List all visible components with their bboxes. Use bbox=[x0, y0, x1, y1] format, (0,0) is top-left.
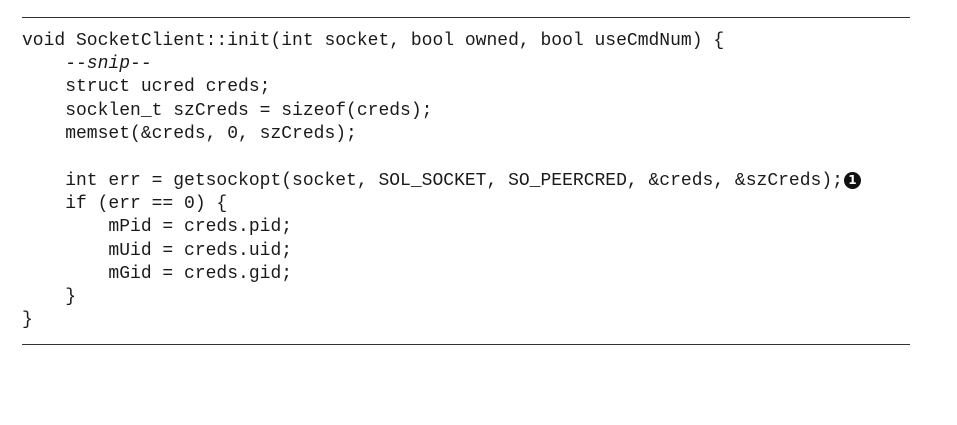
code-text: if (err == 0) { bbox=[22, 194, 228, 215]
code-line: } bbox=[22, 286, 910, 309]
code-line bbox=[22, 146, 910, 170]
code-text: } bbox=[22, 310, 33, 331]
code-line: int err = getsockopt(socket, SOL_SOCKET,… bbox=[22, 170, 910, 193]
code-text: void SocketClient::init(int socket, bool… bbox=[22, 31, 725, 51]
code-line: if (err == 0) { bbox=[22, 193, 910, 216]
code-line: mGid = creds.gid; bbox=[22, 263, 910, 286]
code-line: mPid = creds.pid; bbox=[22, 216, 910, 239]
top-rule bbox=[22, 17, 910, 18]
code-line: mUid = creds.uid; bbox=[22, 240, 910, 263]
code-text: mUid = creds.uid; bbox=[22, 240, 293, 261]
code-line: } bbox=[22, 309, 910, 332]
code-text: socklen_t szCreds = sizeof(creds); bbox=[22, 100, 433, 121]
code-line: void SocketClient::init(int socket, bool… bbox=[22, 30, 910, 53]
code-text: memset(&creds, 0, szCreds); bbox=[22, 123, 357, 144]
code-text: struct ucred creds; bbox=[22, 77, 271, 98]
callout-number-icon: 1 bbox=[843, 171, 861, 189]
code-listing: void SocketClient::init(int socket, bool… bbox=[22, 17, 910, 346]
code-line: socklen_t szCreds = sizeof(creds); bbox=[22, 100, 910, 123]
code-text: mPid = creds.pid; bbox=[22, 217, 293, 238]
code-text: } bbox=[22, 286, 77, 307]
code-line: memset(&creds, 0, szCreds); bbox=[22, 123, 910, 146]
snip-marker: --snip-- bbox=[22, 54, 152, 75]
code-line: struct ucred creds; bbox=[22, 76, 910, 99]
code-text: mGid = creds.gid; bbox=[22, 263, 293, 284]
bottom-rule bbox=[22, 344, 910, 346]
code-line: --snip-- bbox=[22, 53, 910, 76]
code-block: void SocketClient::init(int socket, bool… bbox=[22, 18, 910, 344]
code-text: int err = getsockopt(socket, SOL_SOCKET,… bbox=[22, 170, 843, 191]
